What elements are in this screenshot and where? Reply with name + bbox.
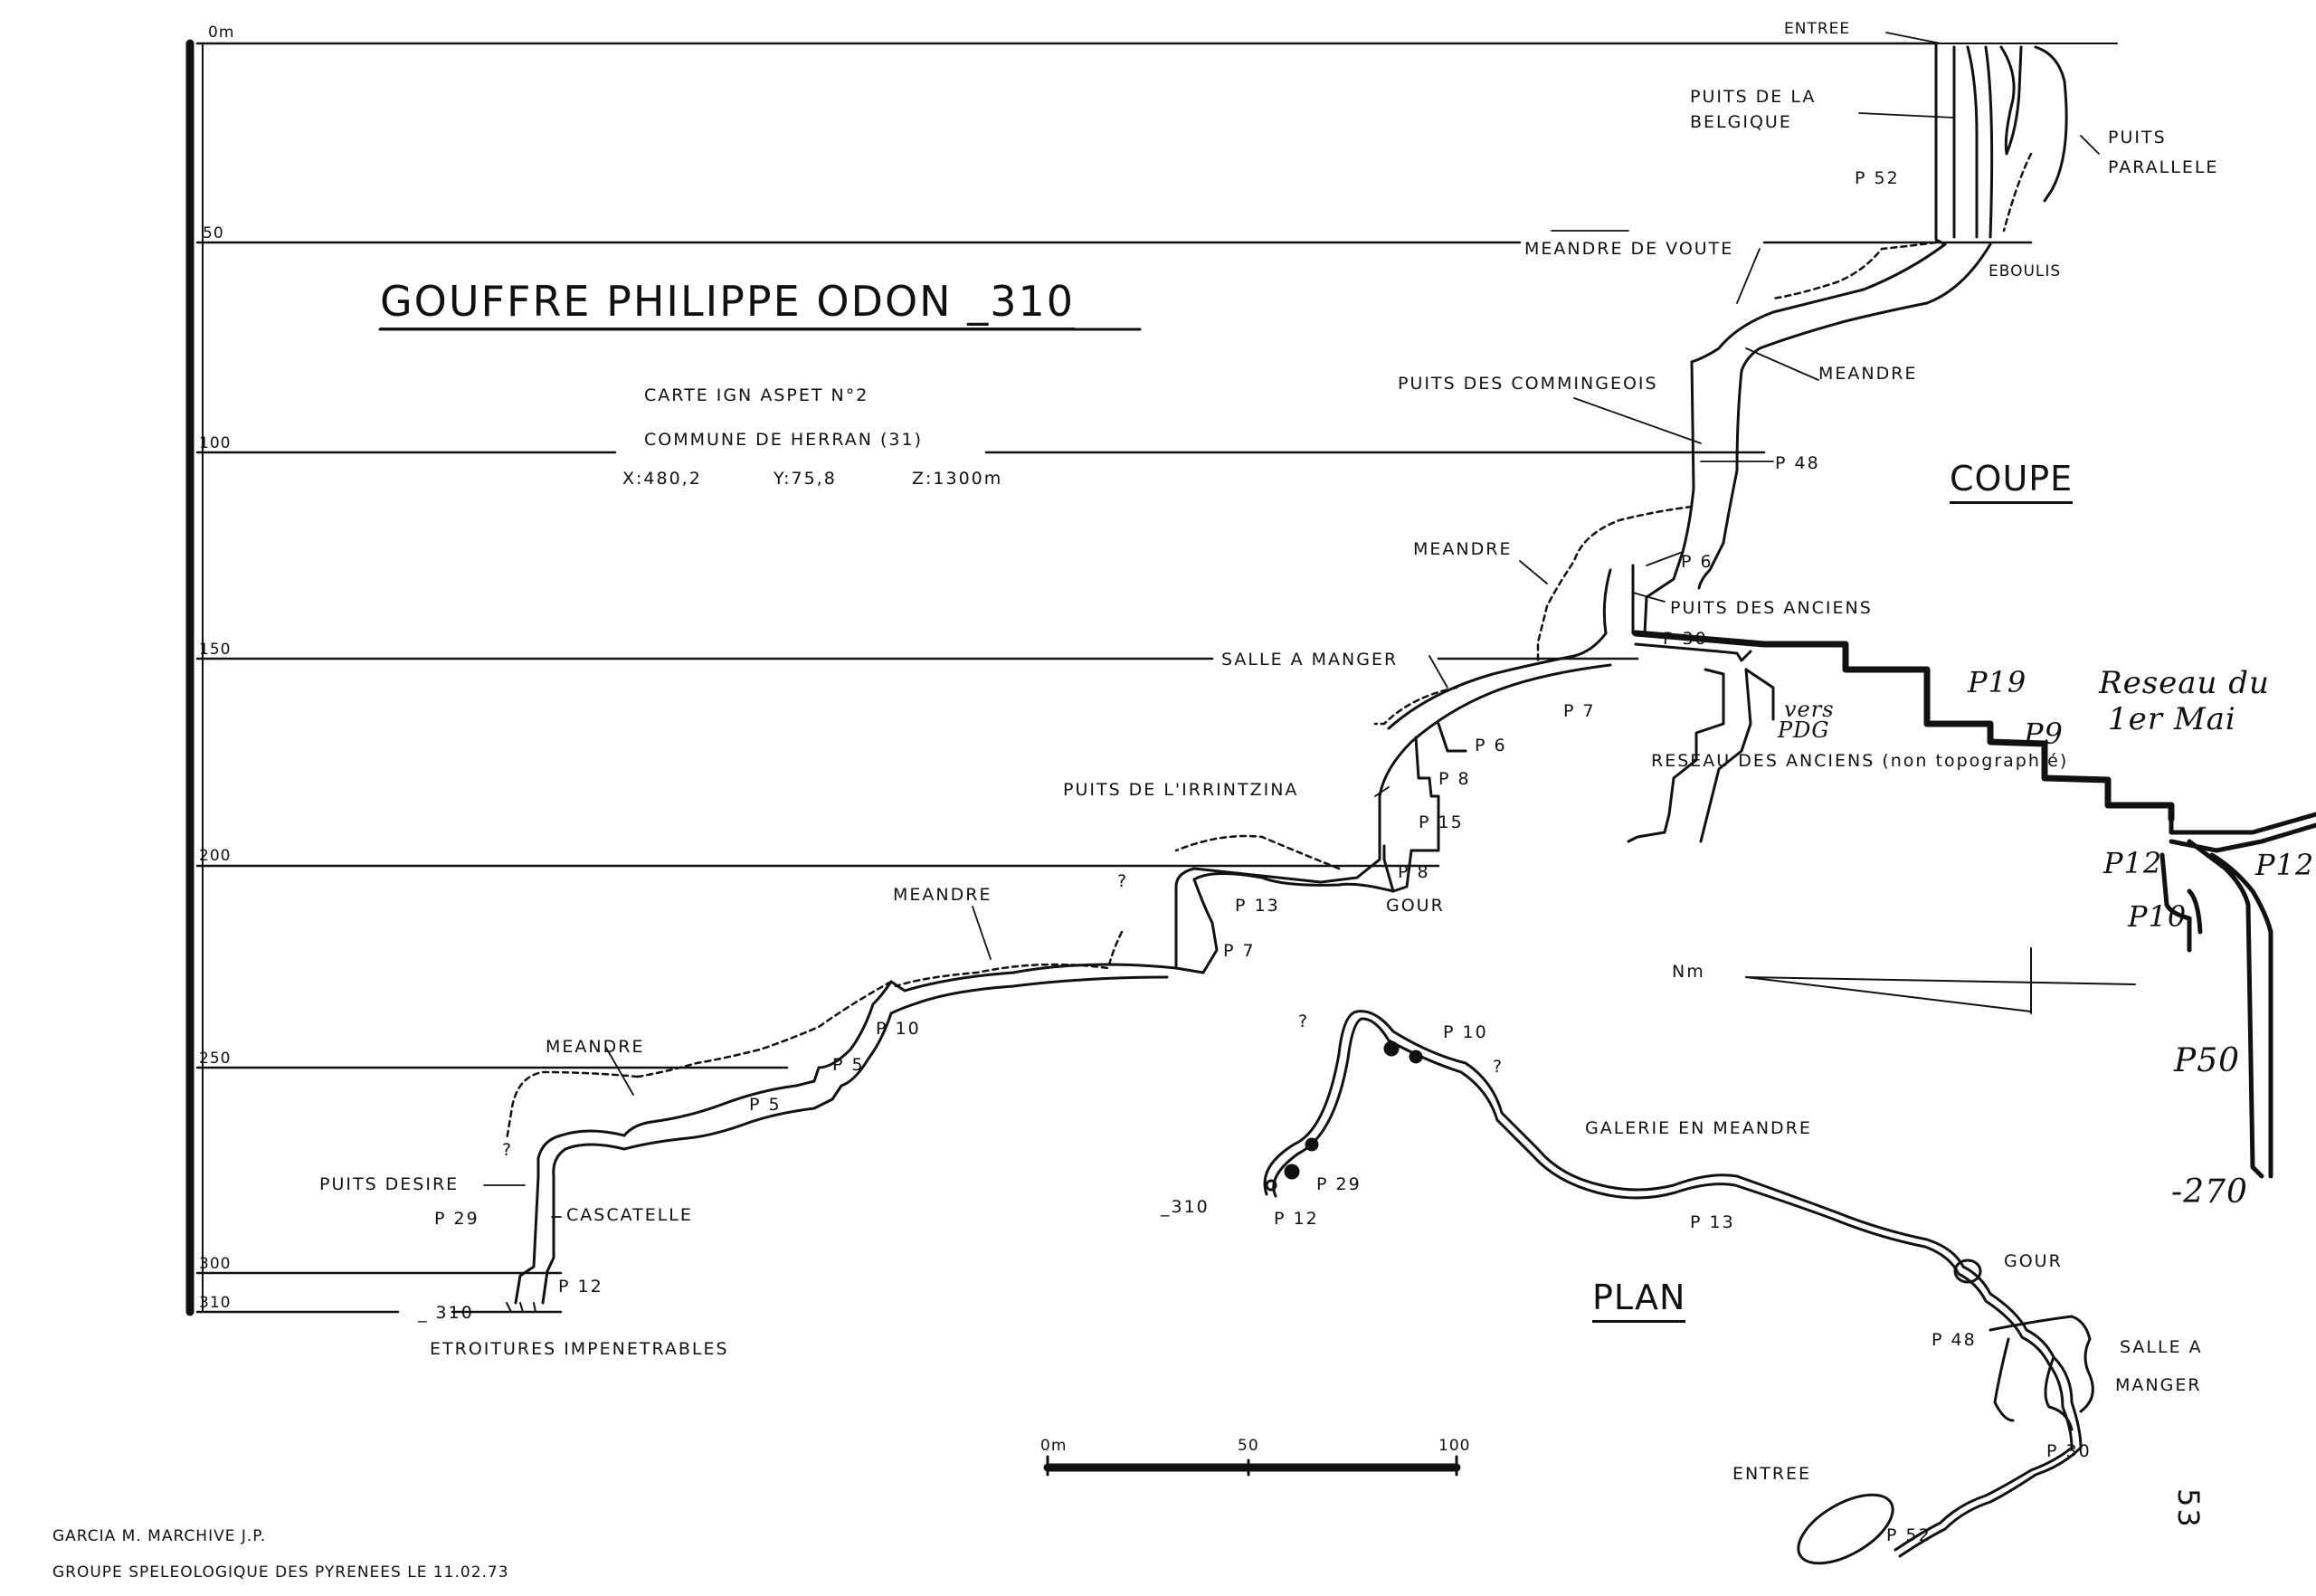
label-p12: P 12	[558, 1277, 603, 1297]
coupe-dashed-walls	[505, 152, 2033, 1142]
authors-line-2: GROUPE SPELEOLOGIQUE DES PYRENEES LE 11.…	[52, 1563, 509, 1582]
label-p8-b: P 8	[1398, 862, 1430, 882]
label-p6-a: P 6	[1681, 552, 1713, 572]
page-number: 53	[2171, 1488, 2206, 1529]
hand-p12-b: P12	[2255, 848, 2315, 882]
label-puits-anciens: PUITS DES ANCIENS	[1670, 598, 1873, 618]
scale-label-100: 100	[1438, 1437, 1471, 1455]
plan-label-gour: GOUR	[2004, 1251, 2063, 1271]
plan-label-q-b: ?	[1493, 1057, 1504, 1077]
plan-label-p12: P 12	[1274, 1209, 1319, 1229]
label-p52: P 52	[1855, 168, 1900, 188]
label-puits-belgique-1: PUITS DE LA	[1690, 87, 1817, 107]
plan-label-salle-2: MANGER	[2115, 1375, 2202, 1395]
label-salle-manger: SALLE A MANGER	[1221, 650, 1399, 670]
label-puits-parallele-2: PARALLELE	[2108, 157, 2219, 177]
plan-label-q-a: ?	[1298, 1012, 1310, 1031]
label-p7-a: P 7	[1563, 701, 1596, 721]
label-p15: P 15	[1419, 812, 1464, 832]
label-meandre-3: MEANDRE	[893, 885, 992, 905]
label-gour: GOUR	[1386, 896, 1445, 916]
label-p48: P 48	[1775, 453, 1820, 473]
authors-line-1: GARCIA M. MARCHIVE J.P.	[52, 1527, 267, 1545]
depth-tick-100: 100	[199, 434, 232, 452]
label-puits-parallele-1: PUITS	[2108, 128, 2167, 147]
info-carte: CARTE IGN ASPET N°2	[644, 385, 869, 405]
north-arrow	[1745, 947, 2136, 1014]
plan-label-p10: P 10	[1443, 1022, 1488, 1042]
depth-tick-310: 310	[199, 1294, 232, 1312]
scale-label-0: 0m	[1040, 1437, 1068, 1455]
survey-title: GOUFFRE PHILIPPE ODON _310	[380, 280, 1076, 330]
depth-ruler	[185, 39, 204, 1316]
reseau-1er-mai	[2159, 812, 2316, 1179]
label-leaders	[483, 32, 2100, 1218]
label-bottom-310: _ 310	[418, 1303, 474, 1323]
scale-bar	[1043, 1455, 1461, 1477]
label-p5-a: P 5	[832, 1055, 865, 1075]
plan-label-salle-1: SALLE A	[2120, 1337, 2203, 1357]
coupe-heading: COUPE	[1950, 461, 2074, 504]
plan-view	[1263, 1010, 2094, 1565]
label-p10: P 10	[876, 1019, 921, 1039]
label-meandre-2: MEANDRE	[1413, 539, 1513, 559]
label-cascatelle: CASCATELLE	[566, 1205, 693, 1225]
hand-p50: P50	[2174, 1042, 2241, 1079]
depth-tick-150: 150	[199, 641, 232, 659]
label-meandre-voute: MEANDRE DE VOUTE	[1524, 239, 1734, 259]
info-commune: COMMUNE DE HERRAN (31)	[644, 430, 924, 450]
depth-tick-0: 0m	[208, 24, 235, 42]
label-q1: ?	[1117, 871, 1129, 891]
label-puits-desire: PUITS DESIRE	[319, 1174, 460, 1194]
label-p13: P 13	[1235, 896, 1280, 916]
depth-tick-50: 50	[203, 224, 224, 242]
plan-label-nm: Nm	[1672, 962, 1705, 982]
label-puits-belgique-2: BELGIQUE	[1690, 112, 1792, 132]
hand-reseau-1: Reseau du	[2099, 665, 2270, 701]
info-z: Z:1300m	[912, 469, 1003, 489]
label-p29: P 29	[434, 1209, 479, 1229]
depth-tick-250: 250	[199, 1050, 232, 1068]
label-meandre-1: MEANDRE	[1818, 364, 1918, 384]
depth-gridlines	[195, 42, 2118, 1314]
plan-label-m310: _310	[1161, 1197, 1210, 1217]
plan-label-galerie: GALERIE EN MEANDRE	[1585, 1118, 1812, 1138]
label-p6-b: P 6	[1475, 736, 1507, 755]
hand-m270: -270	[2171, 1173, 2248, 1211]
plan-label-p29: P 29	[1316, 1174, 1362, 1194]
info-y: Y:75,8	[774, 469, 837, 489]
plan-label-p48: P 48	[1932, 1330, 1977, 1350]
hand-p9: P9	[2024, 717, 2064, 751]
plan-label-p13: P 13	[1690, 1212, 1735, 1232]
label-p7-b: P 7	[1223, 941, 1256, 961]
label-etroitures: ETROITURES IMPENETRABLES	[430, 1339, 729, 1359]
info-x: X:480,2	[622, 469, 702, 489]
label-puits-commingeois: PUITS DES COMMINGEOIS	[1398, 374, 1658, 394]
plan-heading: PLAN	[1592, 1280, 1686, 1323]
coupe-profile	[506, 42, 2175, 1313]
hand-p19: P19	[1968, 665, 2027, 699]
label-p30: P 30	[1663, 629, 1708, 649]
depth-tick-200: 200	[199, 847, 232, 865]
label-puits-irrintzina: PUITS DE L'IRRINTZINA	[1063, 780, 1299, 800]
hand-reseau-2: 1er Mai	[2108, 701, 2236, 737]
label-q3: ?	[502, 1140, 514, 1160]
label-p5-b: P 5	[749, 1095, 782, 1115]
label-p8-a: P 8	[1438, 769, 1471, 789]
depth-tick-300: 300	[199, 1255, 232, 1273]
label-eboulis: EBOULIS	[1989, 262, 2062, 280]
label-reseau-anciens: RESEAU DES ANCIENS (non topographié)	[1651, 751, 2069, 771]
label-pdg: PDG	[1778, 717, 1830, 743]
plan-label-entree: ENTREE	[1732, 1464, 1812, 1484]
plan-label-p30: P 30	[2046, 1441, 2092, 1461]
label-meandre-4: MEANDRE	[546, 1037, 645, 1057]
hand-p10: P10	[2128, 899, 2188, 934]
hand-p12-a: P12	[2103, 846, 2163, 880]
label-entree: ENTREE	[1784, 20, 1851, 38]
label-vers: vers	[1784, 697, 1835, 722]
plan-label-p52: P 52	[1886, 1525, 1932, 1545]
scale-label-50: 50	[1238, 1437, 1259, 1455]
